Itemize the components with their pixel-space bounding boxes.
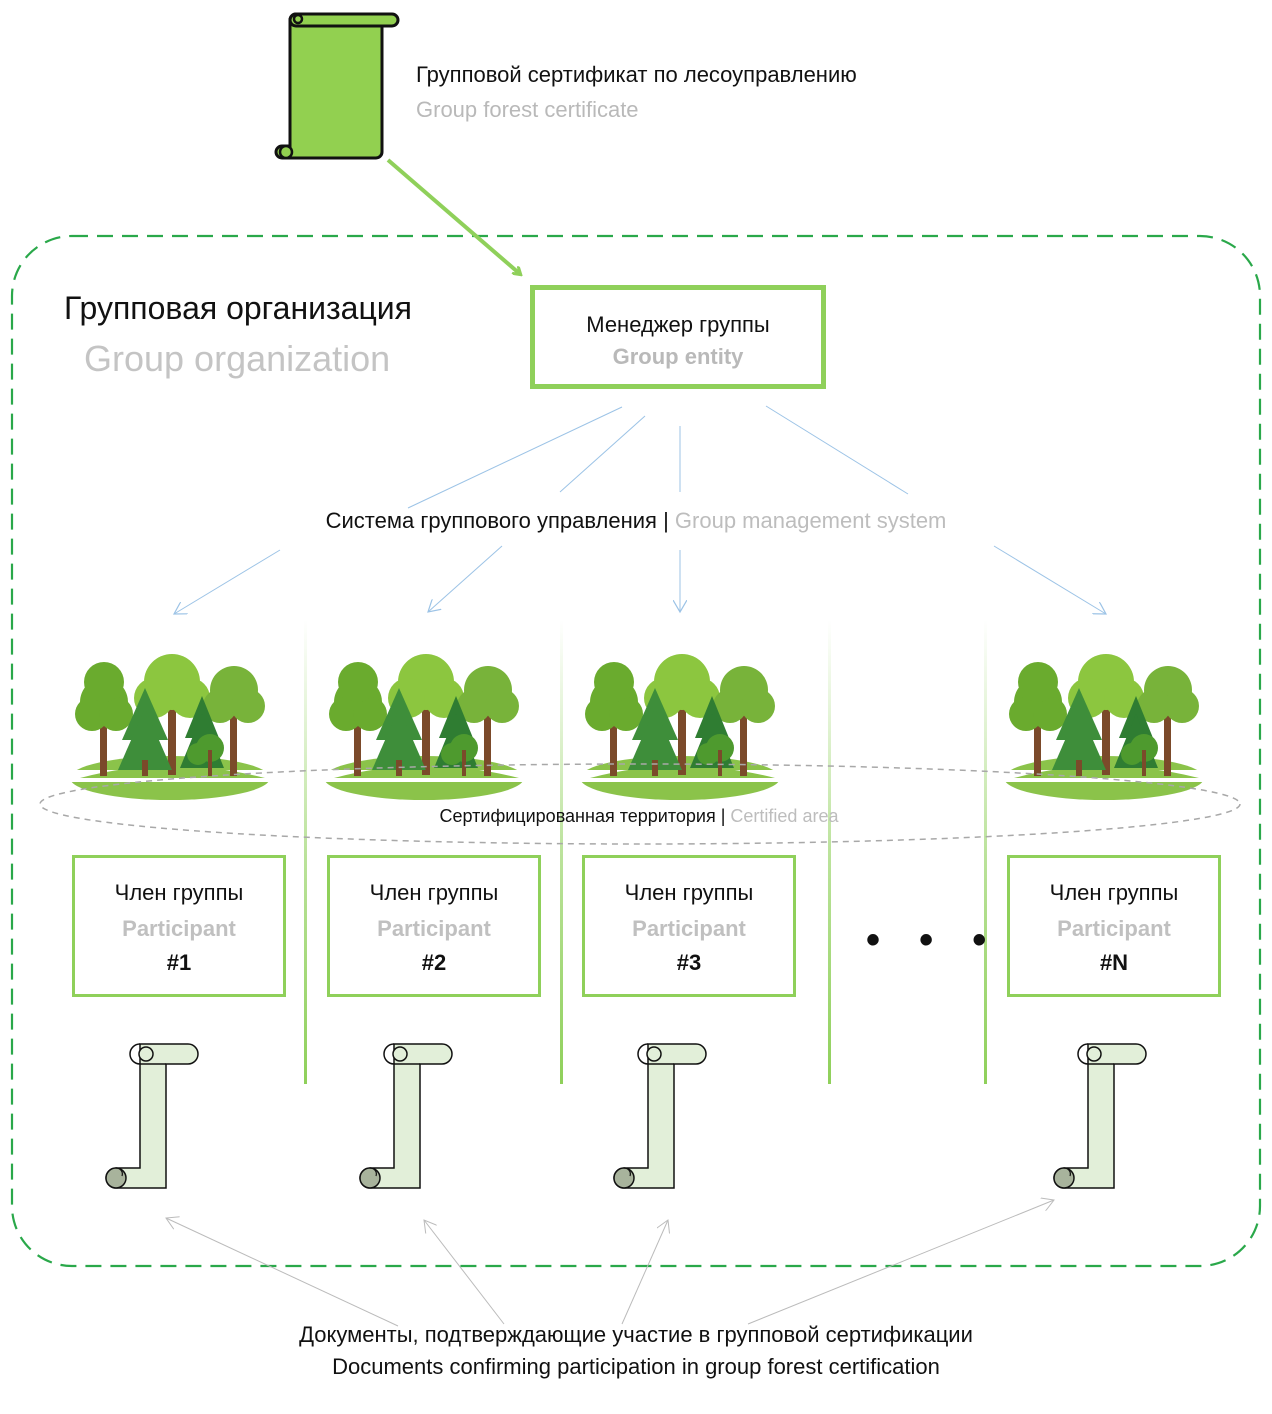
document-scroll-icon <box>105 1043 199 1189</box>
participant-subtitle: Participant <box>1057 916 1171 941</box>
participant-number: #1 <box>166 950 192 975</box>
document-scroll-icon <box>1053 1043 1147 1189</box>
document-scroll-icon <box>359 1043 453 1189</box>
participant-box: Член группы Participant #3 <box>582 855 796 997</box>
participant-box: Член группы Participant #N <box>1007 855 1221 997</box>
forest-icon <box>70 654 270 800</box>
ellipsis-dots: • • • <box>866 918 1001 962</box>
system-arrows <box>174 545 1106 614</box>
certificate-arrow <box>386 158 520 274</box>
participant-number: #3 <box>676 950 702 975</box>
participant-title: Член группы <box>624 880 754 905</box>
management-system-en: Group management system <box>674 508 947 533</box>
document-scroll-icon <box>613 1043 707 1189</box>
group-manager-box: Менеджер группы Group entity <box>530 285 826 389</box>
participant-title: Член группы <box>369 880 499 905</box>
participant-subtitle: Participant <box>377 916 491 941</box>
participant-title: Член группы <box>114 880 244 905</box>
group-organization-boundary <box>10 234 1262 1268</box>
participant-title: Член группы <box>1049 880 1179 905</box>
documents-label-en: Documents confirming participation in gr… <box>332 1354 940 1379</box>
certified-area-en: Certified area <box>730 806 839 826</box>
management-system-separator: | <box>663 508 669 533</box>
certified-area-ru: Сертифицированная территория <box>439 806 716 826</box>
certificate-scroll-icon <box>274 12 400 160</box>
documents-label-ru: Документы, подтверждающие участие в груп… <box>299 1322 973 1347</box>
manager-subtitle: Group entity <box>612 344 744 369</box>
participant-subtitle: Participant <box>632 916 746 941</box>
participant-subtitle: Participant <box>122 916 236 941</box>
manager-title: Менеджер группы <box>586 312 770 337</box>
forest-icon <box>324 654 524 800</box>
participant-box: Член группы Participant #1 <box>72 855 286 997</box>
organization-title: Групповая организация <box>64 290 412 326</box>
participant-box: Член группы Participant #2 <box>327 855 541 997</box>
certificate-title: Групповой сертификат по лесоуправлению <box>416 62 857 87</box>
forest-icon <box>580 654 780 800</box>
participant-number: #N <box>1099 950 1129 975</box>
column-separators <box>304 620 987 1084</box>
certificate-subtitle: Group forest certificate <box>416 97 639 122</box>
organization-subtitle: Group organization <box>84 338 391 379</box>
management-system-label: Система группового управления | Group ma… <box>0 508 1272 534</box>
participant-number: #2 <box>421 950 447 975</box>
certified-area-ellipse <box>39 763 1241 845</box>
manager-arrows <box>407 405 909 509</box>
management-system-ru: Система группового управления <box>325 508 657 533</box>
certified-area-separator: | <box>720 806 726 826</box>
documents-arrows <box>166 1200 1054 1327</box>
certified-area-label: Сертифицированная территория | Certified… <box>0 806 1272 827</box>
